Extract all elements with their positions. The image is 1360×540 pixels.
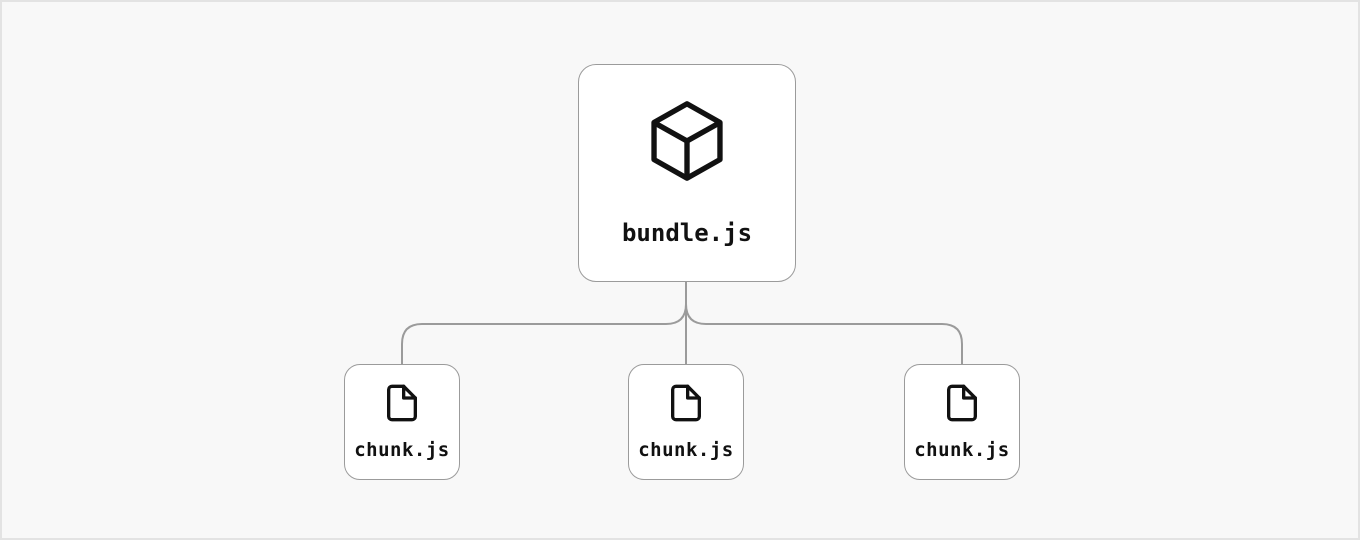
edge-root-to-right-chunk (685, 282, 963, 364)
bundle-node-label: bundle.js (621, 219, 753, 247)
chunk-node-label: chunk.js (914, 439, 1010, 461)
chunk-node-right: chunk.js (904, 364, 1020, 480)
chunk-node-middle: chunk.js (628, 364, 744, 480)
file-icon (382, 381, 422, 425)
file-icon (666, 381, 706, 425)
file-icon (942, 381, 982, 425)
chunk-node-left: chunk.js (344, 364, 460, 480)
cube-icon (641, 95, 733, 187)
chunk-node-label: chunk.js (638, 439, 734, 461)
bundle-node: bundle.js (578, 64, 796, 282)
chunk-node-label: chunk.js (354, 439, 450, 461)
edge-root-to-left-chunk (401, 282, 687, 364)
